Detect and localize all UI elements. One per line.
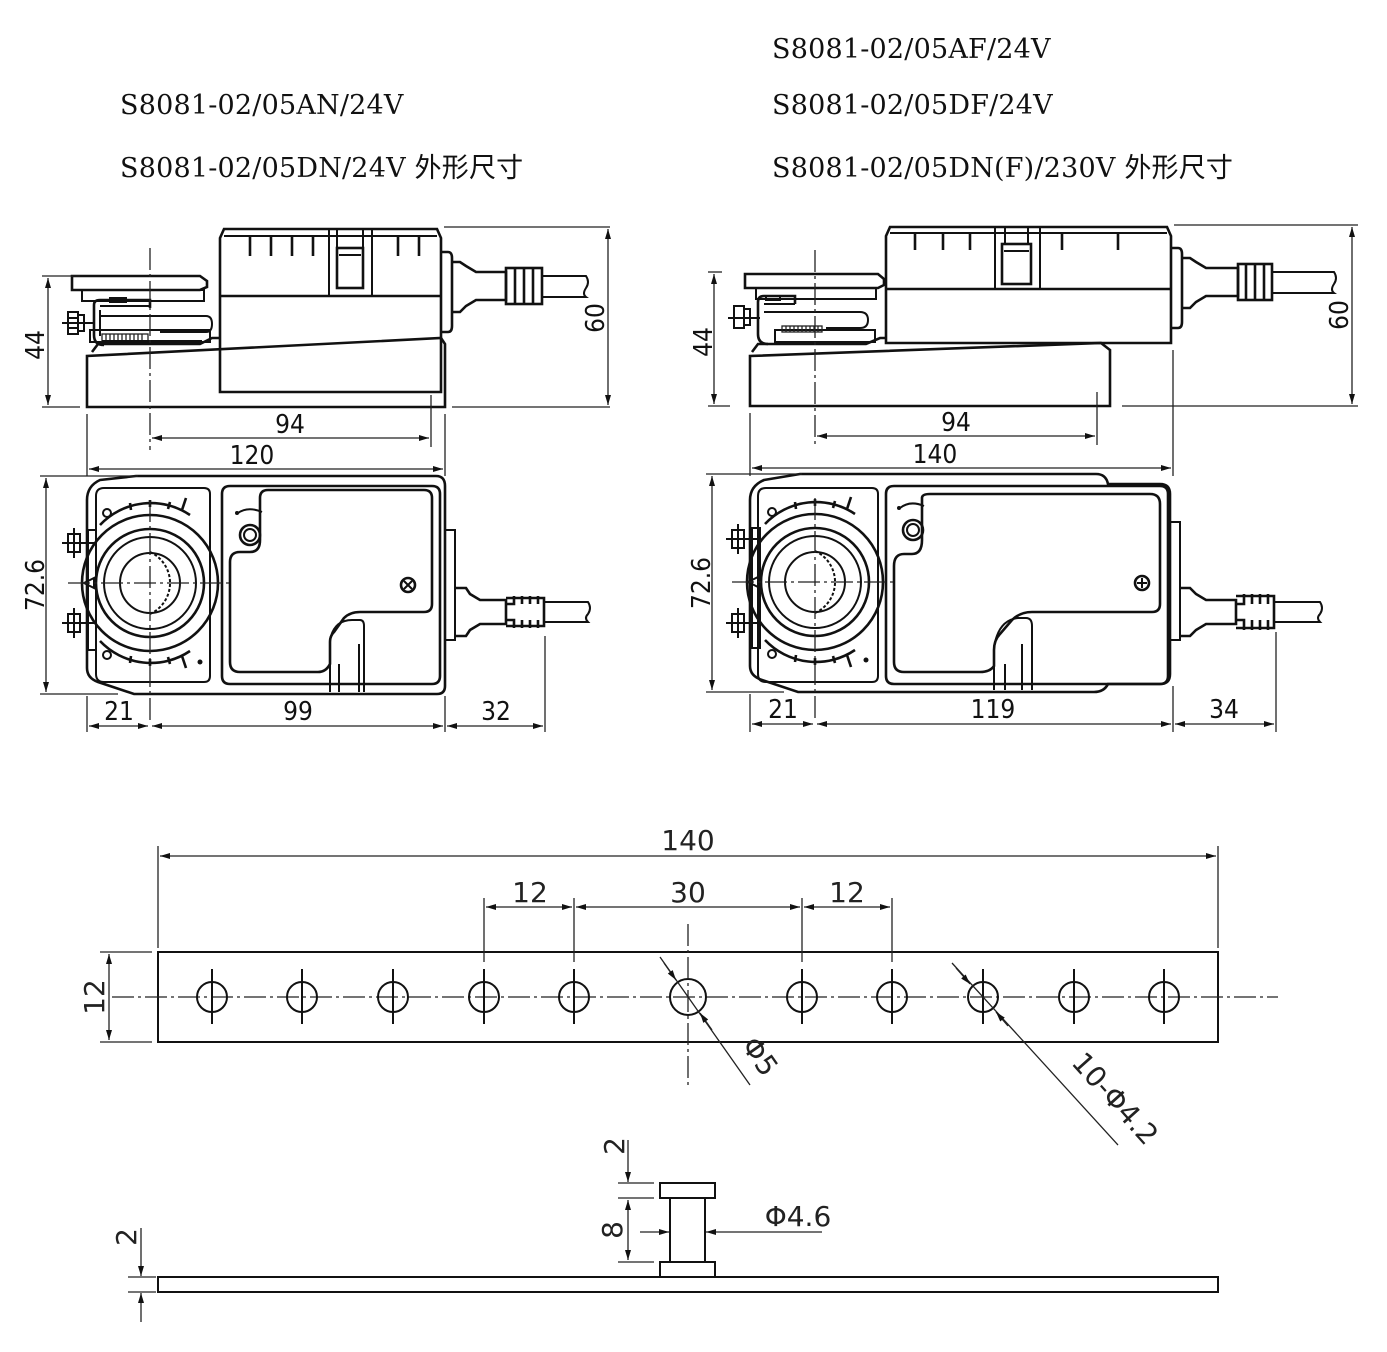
bracket-plan-dimensions: 140 12 30 12 12 Φ5 10-Φ4.2 bbox=[78, 824, 1219, 1152]
left-side-view bbox=[62, 227, 589, 450]
dim-left-height-44: 44 bbox=[21, 330, 51, 360]
right-title-line2: S8081-02/05DF/24V bbox=[772, 90, 1053, 121]
dim-bracket-height: 12 bbox=[78, 979, 111, 1015]
bracket-side-dimensions: 2 2 8 Φ4.6 bbox=[110, 1137, 831, 1322]
right-side-view bbox=[728, 225, 1337, 446]
dim-left-120: 120 bbox=[230, 441, 275, 471]
dim-right-21: 21 bbox=[768, 695, 798, 725]
dim-bracket-140: 140 bbox=[661, 824, 714, 857]
dim-right-height-44: 44 bbox=[689, 327, 719, 357]
dim-right-34: 34 bbox=[1209, 695, 1239, 725]
dim-pin-head: 2 bbox=[598, 1137, 631, 1155]
bracket-side-view bbox=[157, 1182, 1219, 1293]
dim-left-height-60: 60 bbox=[581, 303, 611, 333]
bracket-plan-view bbox=[112, 924, 1278, 1088]
left-title-line1: S8081-02/05AN/24V bbox=[120, 90, 404, 121]
dim-right-140: 140 bbox=[913, 440, 958, 470]
dim-right-height-60: 60 bbox=[1325, 300, 1355, 330]
dim-right-94: 94 bbox=[941, 408, 971, 438]
left-top-view bbox=[62, 474, 591, 720]
dim-bracket-pitch-right: 12 bbox=[829, 876, 865, 909]
dim-plate-thickness: 2 bbox=[110, 1228, 143, 1246]
dim-right-119: 119 bbox=[971, 695, 1016, 725]
bracket-holes bbox=[196, 969, 1180, 1024]
right-top-view bbox=[726, 472, 1323, 720]
dim-pin-diameter: Φ4.6 bbox=[765, 1200, 832, 1233]
dim-pin-length: 8 bbox=[596, 1221, 629, 1239]
dim-bracket-holes-callout: 10-Φ4.2 bbox=[1065, 1046, 1165, 1152]
right-title-line3: S8081-02/05DN(F)/230V 外形尺寸 bbox=[772, 153, 1234, 184]
dim-bracket-pitch-left: 12 bbox=[512, 876, 548, 909]
right-top-dimensions: 72.6 21 119 34 bbox=[687, 473, 1277, 732]
dim-right-width-72-6: 72.6 bbox=[687, 557, 717, 609]
left-top-dimensions: 72.6 21 99 32 bbox=[21, 475, 546, 732]
left-title-line2: S8081-02/05DN/24V 外形尺寸 bbox=[120, 153, 524, 184]
right-title-line1: S8081-02/05AF/24V bbox=[772, 34, 1051, 65]
dim-left-94: 94 bbox=[275, 410, 305, 440]
dim-left-32: 32 bbox=[481, 697, 511, 727]
dim-bracket-center-span: 30 bbox=[670, 876, 706, 909]
dim-left-width-72-6: 72.6 bbox=[21, 559, 51, 611]
left-side-dimensions: 44 60 94 120 bbox=[21, 226, 611, 476]
dim-left-99: 99 bbox=[283, 697, 313, 727]
right-side-dimensions: 44 60 94 140 bbox=[689, 224, 1358, 476]
dim-left-21: 21 bbox=[104, 697, 134, 727]
